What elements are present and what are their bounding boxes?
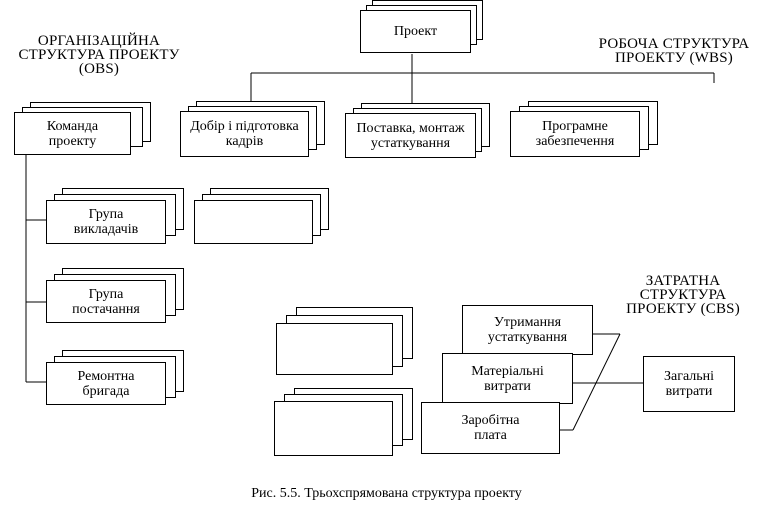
obs-node-project-team: Команда проекту	[14, 102, 151, 155]
obs-node-label: Команда проекту	[46, 118, 99, 149]
obs-node-label: Група постачання	[72, 286, 140, 317]
cbs-node-equipment-maintenance: Утримання устаткування	[462, 305, 593, 355]
cbs-node-wages: Заробітна плата	[421, 402, 560, 454]
cbs-node-label: Утримання устаткування	[487, 315, 568, 345]
wbs-node-label: Поставка, монтаж устаткування	[356, 120, 465, 151]
wbs-node-staff-training: Добір і підготовка кадрів	[180, 101, 325, 157]
obs-node-supply-group: Група постачання	[46, 268, 184, 323]
project-root-node: Проект	[360, 0, 483, 54]
wbs-heading: РОБОЧА СТРУКТУРА ПРОЕКТУ (WBS)	[598, 36, 750, 66]
cbs-node-label: Заробітна плата	[461, 413, 520, 443]
cbs-node-material-costs: Матеріальні витрати	[442, 353, 573, 404]
wbs-node-label: Програмне забезпечення	[535, 119, 615, 149]
obs-node-label: Група викладачів	[73, 207, 139, 237]
obs-node-label: Ремонтна бригада	[77, 368, 135, 399]
wbs-node-label: Добір і підготовка кадрів	[190, 119, 299, 149]
obs-node-repair-crew: Ремонтна бригада	[46, 350, 184, 405]
project-root-label: Проект	[393, 24, 438, 39]
cbs-node-total-costs: Загальні витрати	[643, 356, 735, 412]
empty-node-stack	[194, 188, 329, 244]
empty-node-stack	[276, 307, 413, 375]
cbs-heading: ЗАТРАТНА СТРУКТУРА ПРОЕКТУ (CBS)	[626, 273, 740, 317]
figure-caption: Рис. 5.5. Трьохспрямована структура прое…	[251, 486, 522, 501]
wbs-node-software: Програмне забезпечення	[510, 101, 658, 157]
obs-heading: ОРГАНІЗАЦІЙНА СТРУКТУРА ПРОЕКТУ (OBS)	[18, 33, 180, 77]
obs-node-teachers-group: Група викладачів	[46, 188, 184, 244]
wbs-node-equipment-supply: Поставка, монтаж устаткування	[345, 103, 490, 158]
empty-node-stack	[274, 388, 413, 456]
cbs-node-label: Матеріальні витрати	[471, 363, 544, 394]
cbs-node-label: Загальні витрати	[663, 369, 715, 399]
